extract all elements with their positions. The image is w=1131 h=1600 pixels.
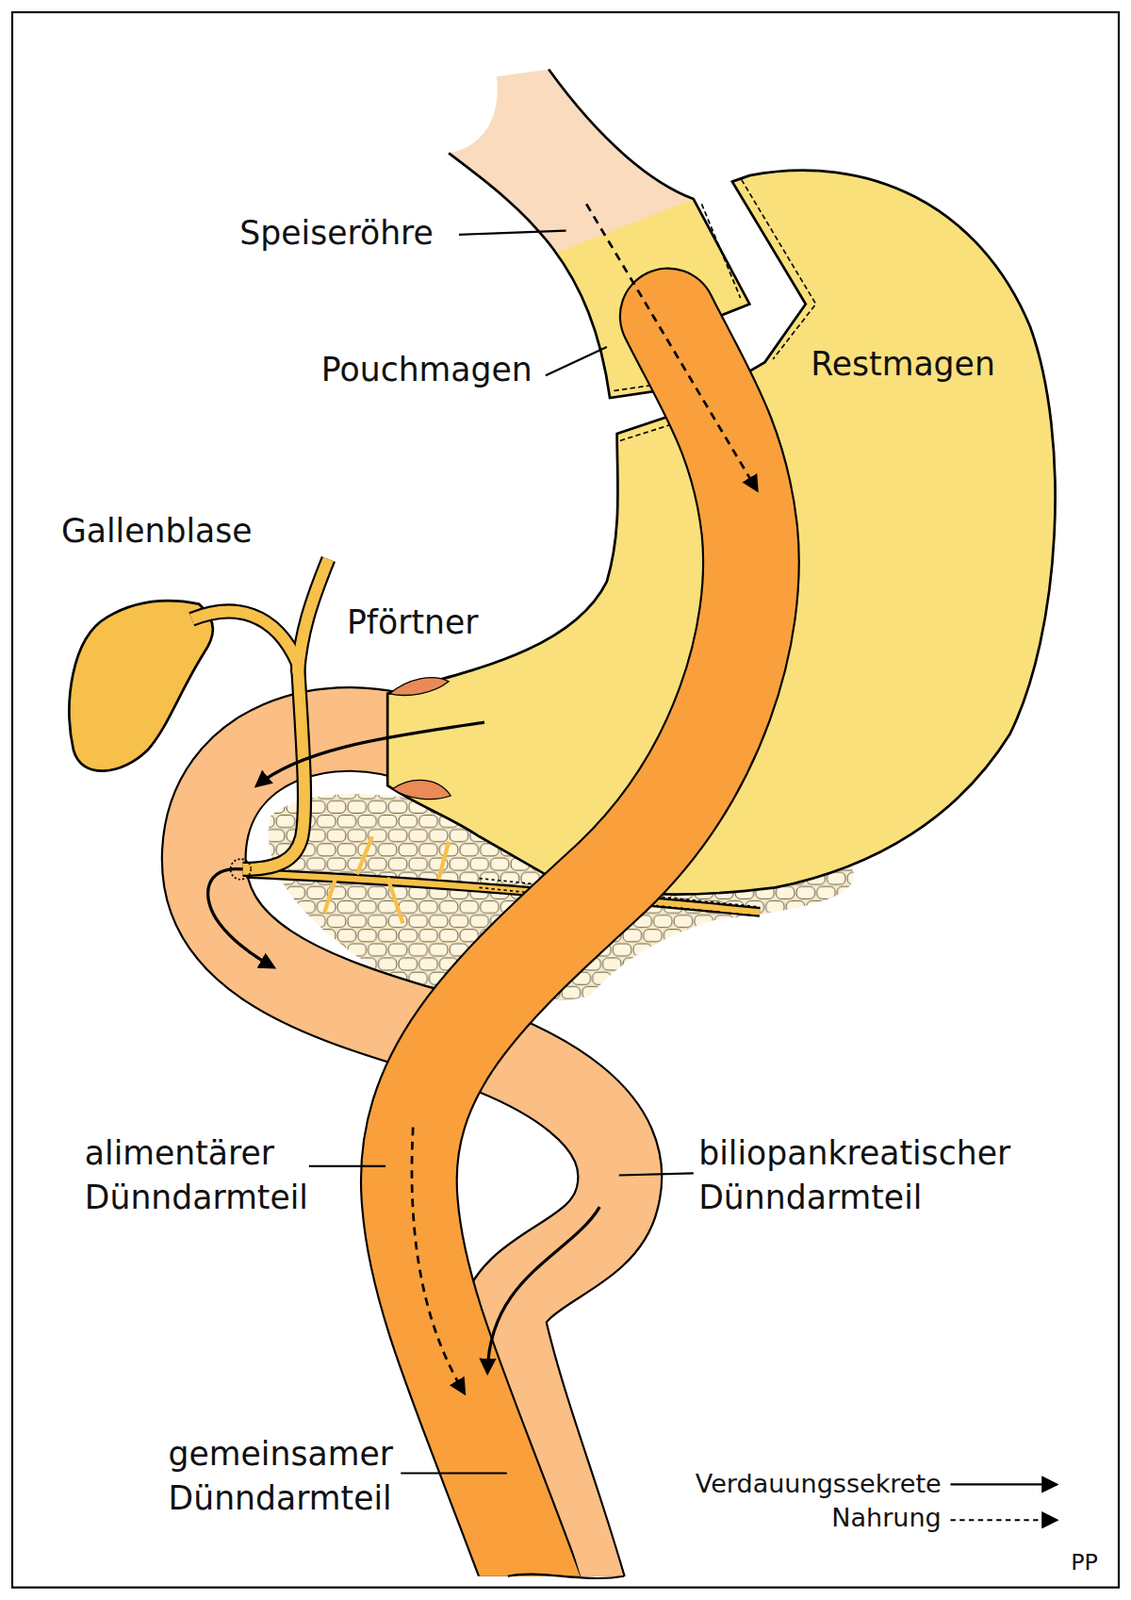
author-mark: PP — [1070, 1548, 1117, 1577]
part-label: gemeinsamer Dünndarmteil — [168, 1430, 425, 1521]
bile-duct-outline — [191, 558, 328, 869]
bile-duct — [191, 558, 328, 869]
gallbladder — [69, 600, 214, 771]
legend-text: Verdauungssekrete — [591, 1466, 942, 1502]
legend-sample-dashed — [950, 1518, 1055, 1521]
legend-text: Nahrung — [591, 1500, 942, 1536]
pylorus-muscle — [393, 779, 452, 799]
part-label: alimentärer Dünndarmteil — [84, 1130, 341, 1220]
tubes-upper — [409, 315, 752, 1575]
leader-lines — [309, 230, 694, 1474]
secretion-arrows — [208, 721, 601, 1372]
part-label: Gallenblase — [61, 508, 368, 554]
alimentary-limb — [409, 315, 752, 1575]
pylorus-muscle — [389, 677, 449, 696]
part-label: Restmagen — [810, 341, 1097, 387]
alimentary-limb-outline — [409, 315, 752, 1575]
part-label: Pförtner — [346, 599, 603, 645]
duct-branches — [324, 835, 449, 923]
part-label: Speiseröhre — [239, 210, 546, 256]
part-label: Pouchmagen — [321, 346, 628, 393]
part-label: biliopankreatischer Dünndarmteil — [698, 1130, 1066, 1220]
tube-cut-end — [508, 1573, 624, 1578]
common-limb-right — [524, 1345, 617, 1575]
frame — [12, 12, 1119, 1588]
legend-sample-solid — [950, 1482, 1055, 1485]
